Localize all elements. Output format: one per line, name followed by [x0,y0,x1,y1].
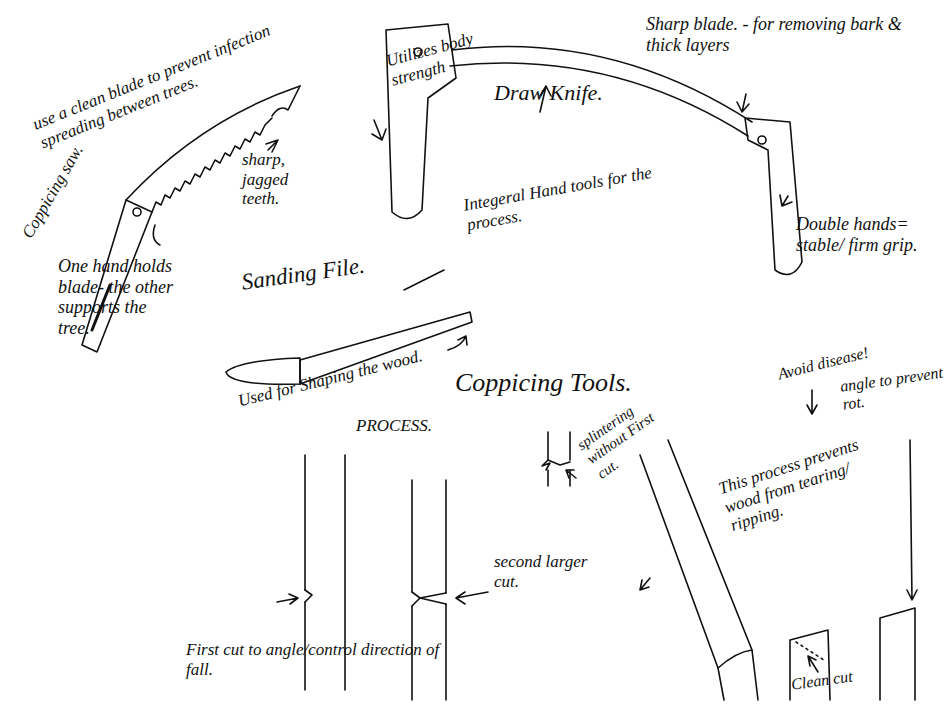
feature-note: sharp, jagged teeth. [242,150,320,209]
tools-note: Integeral Hand tools for the process. [462,160,676,235]
usage-note: One hand holds blade- the other supports… [58,256,176,339]
warning-note: angle to prevent rot. [839,364,947,415]
feature-note: Utilizes body strength [384,18,520,89]
step-note: First cut to angle/control direction of … [186,640,456,679]
tool-name: Draw Knife. [494,80,634,105]
step-note: second larger cut. [494,552,594,591]
result-note: Clean cut [790,662,892,694]
feature-note: Sharp blade. - for removing bark & thick… [646,14,936,55]
tool-name: Sanding File. [240,248,402,296]
hygiene-note: use a clean blade to prevent infection s… [30,4,323,153]
feature-note: Double hands= stable/ firm grip. [796,214,936,255]
section-heading: PROCESS. [356,416,456,436]
process-note: This process prevents wood from tearing/… [716,434,877,536]
sheet-title: Coppicing Tools. [455,368,685,398]
warning-note: splintering without First cut. [574,383,686,483]
